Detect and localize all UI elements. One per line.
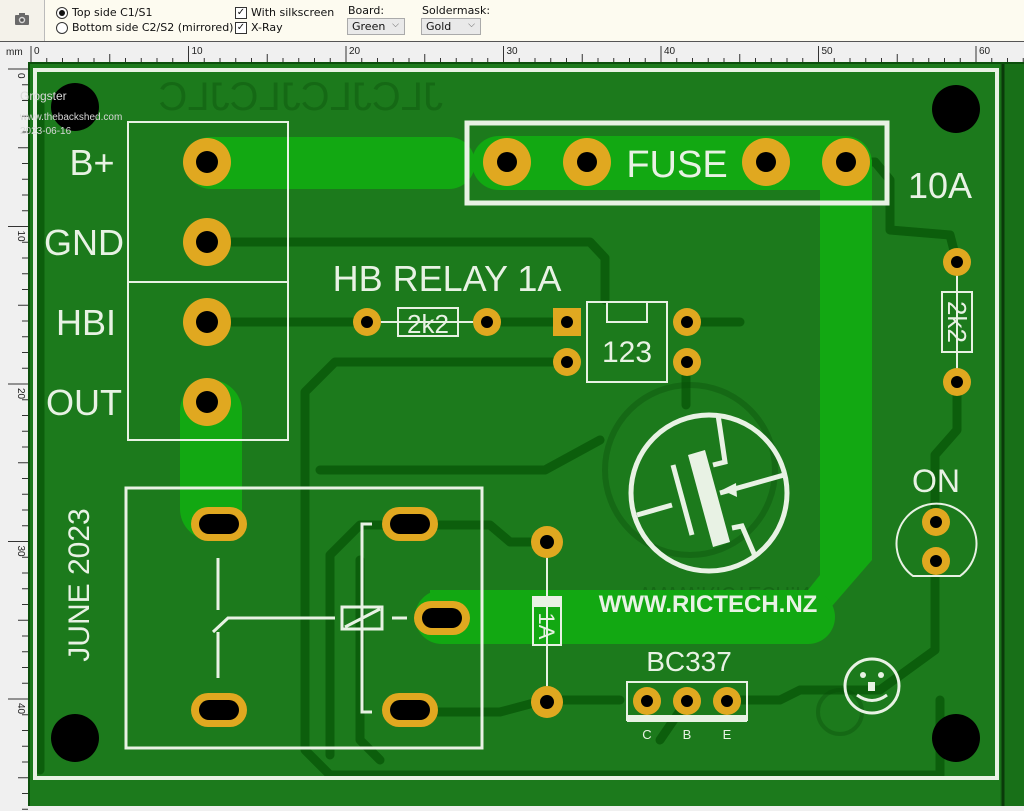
ruler-label: 40 [664,46,676,57]
mosfet-symbol [628,412,790,574]
mounting-hole [51,83,99,131]
smiley-logo [843,657,901,715]
soldermask-select[interactable]: Gold ⌵ [421,18,481,35]
connector-label-out: OUT [46,382,122,423]
checkbox-label: X-Ray [251,21,283,34]
soldermask-value: Gold [426,20,452,33]
terminal-block-outline [127,281,289,441]
chevron-down-icon: ⌵ [392,20,399,30]
ruler-label: 10 [192,46,204,57]
board-label: Board: [348,4,385,17]
diode: 1A [531,526,563,718]
radio-bottom-side[interactable]: Bottom side C2/S2 (mirrored) [56,21,233,34]
radio-button[interactable] [56,21,68,34]
fuse-outline [464,120,890,206]
ruler-unit: mm [6,47,23,58]
connector-label-hbi: HBI [56,302,116,343]
radio-label: Top side C1/S1 [72,6,153,19]
board-outline-silkscreen [33,68,999,780]
pin-label-c: C [642,727,651,742]
author-name: Grogster [20,89,67,103]
ruler-label: 0 [15,73,26,79]
chevron-down-icon: ⌵ [468,20,475,30]
camera-button[interactable] [0,0,45,41]
mounting-hole [932,85,980,133]
pcb-board: .silk{stroke:#e8f2e4;fill:none;} .silkte… [19,62,1024,806]
relay-pads [191,507,470,727]
board-color-value: Green [352,20,386,33]
ruler-label: 20 [15,388,26,400]
radio-label: Bottom side C2/S2 (mirrored) [72,21,234,34]
fuse-rating: 10A [908,165,972,206]
pin-label-e: E [723,727,732,742]
resistor-r1: 2k2 [353,307,501,339]
ruler-label: 10 [15,231,26,243]
resistor-r2: 2k2 [941,248,973,396]
optocoupler: 123 [553,301,701,383]
fuse-holder: FUSE 10A [464,120,972,206]
board-color-select[interactable]: Green ⌵ [347,18,405,35]
ruler-label: 40 [15,703,26,715]
mounting-holes [51,83,980,762]
checkbox[interactable]: ✓ [235,6,247,19]
ruler-vertical: 0 10 20 30 40 [0,62,28,810]
connector-label-bplus: B+ [69,142,114,183]
mounting-hole [932,714,980,762]
author-site: www.thebackshed.com [19,112,122,123]
ruler-label: 0 [34,46,40,57]
optocoupler-label: 123 [602,336,652,369]
mounting-hole [51,714,99,762]
terminal-block: B+ GND HBI OUT [44,121,289,441]
ruler-label: 30 [507,46,519,57]
relay [124,486,484,750]
author-note: Grogster www.thebackshed.com 2023-06-16 [19,89,122,137]
ruler-vertical-ticks: 0 10 20 30 40 [8,68,28,810]
fuse-label: FUSE [626,144,727,186]
author-date: 2023-06-16 [20,126,72,137]
mirrored-jlc-text: JLCJLCJLCJLC [158,75,443,119]
resistor-r2-label: 2k2 [942,301,972,343]
radio-top-side[interactable]: Top side C1/S1 [56,6,152,19]
led-on: ON [895,463,978,577]
ruler-label: 60 [979,46,991,57]
pcb-canvas[interactable]: .silk{stroke:#e8f2e4;fill:none;} .silkte… [19,62,1024,806]
led-label: ON [912,463,960,499]
connector-label-gnd: GND [44,222,124,263]
camera-icon [15,13,29,25]
date-vertical: JUNE 2023 [63,508,96,661]
terminal-pads [183,138,231,426]
diode-label: 1A [534,613,559,640]
checkbox-silkscreen[interactable]: ✓ With silkscreen [235,6,334,19]
checkbox-xray[interactable]: ✓ X-Ray [235,21,283,34]
ruler-label: 30 [15,546,26,558]
website-label: WWW.RICTECH.NZ [599,591,818,618]
toolbar: Top side C1/S1 Bottom side C2/S2 (mirror… [0,0,1024,42]
checkbox-label: With silkscreen [251,6,335,19]
relay-outline [124,486,484,750]
pin-label-b: B [683,727,692,742]
ruler-label: 20 [349,46,361,57]
transistor-bc337: BC337 C B E [626,646,748,742]
ruler-horizontal: mm 0 10 20 30 40 50 60 [0,42,1024,62]
ruler-label: 50 [822,46,834,57]
resistor-r1-label: 2k2 [407,309,449,339]
radio-button[interactable] [56,6,68,19]
transistor-label: BC337 [646,646,732,677]
relay-title: HB RELAY 1A [333,258,562,299]
soldermask-label: Soldermask: [422,4,491,17]
ruler-horizontal-ticks: mm 0 10 20 30 40 50 60 [6,46,1024,62]
checkbox[interactable]: ✓ [235,21,247,34]
